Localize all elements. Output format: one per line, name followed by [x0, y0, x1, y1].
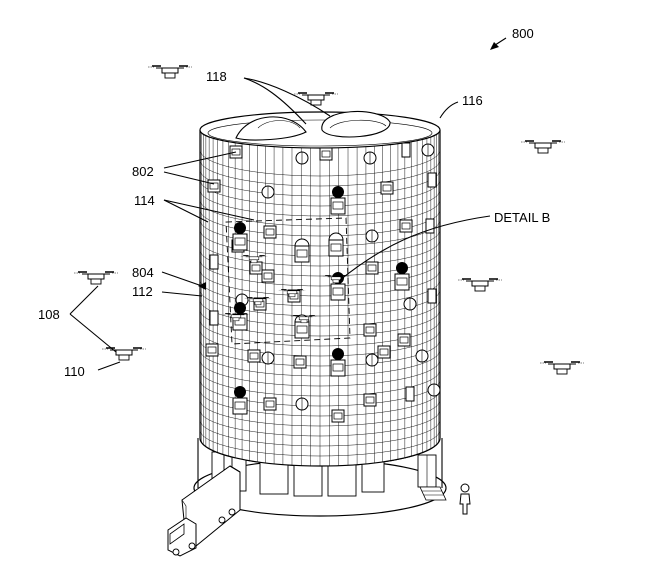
port-icon [397, 333, 411, 347]
window-icon [365, 229, 379, 243]
window-icon [261, 185, 275, 199]
window-icon [365, 353, 379, 367]
delivery-truck [167, 465, 241, 557]
port-icon [380, 181, 394, 195]
port-icon [209, 310, 219, 326]
port-icon [263, 397, 277, 411]
port-icon [427, 172, 437, 188]
port-icon [293, 355, 307, 369]
drone-bay-icon [294, 238, 310, 263]
port-icon [209, 254, 219, 270]
port-icon [261, 269, 275, 283]
drone-bay-icon [330, 271, 346, 301]
port-icon [365, 261, 379, 275]
label-118: 118 [206, 69, 227, 84]
leader-lines [69, 37, 507, 371]
port-icon [207, 179, 221, 193]
port-icon [263, 225, 277, 239]
reference-labels: 800 118 116 802 114 DETAIL B 804 112 108… [38, 26, 550, 379]
label-800: 800 [512, 26, 534, 41]
drone-bay-icon [328, 232, 344, 257]
drone-bay-icon [232, 221, 248, 251]
drone-bay-icon [232, 385, 248, 415]
detail-b-region [225, 217, 351, 345]
drone-icon [101, 347, 147, 361]
drone-bay-icon [330, 185, 346, 215]
port-icon [363, 393, 377, 407]
cylinder-wall [199, 130, 441, 467]
window-icon [363, 151, 377, 165]
window-icon [295, 151, 309, 165]
label-108: 108 [38, 307, 60, 322]
window-icon [261, 351, 275, 365]
label-804: 804 [132, 265, 154, 280]
port-icon [319, 147, 333, 161]
roof [199, 110, 441, 149]
drone-bay-icon [330, 347, 346, 377]
label-detail-b: DETAIL B [494, 210, 550, 225]
port-icon [363, 323, 377, 337]
drone-icon [520, 140, 566, 154]
port-icon [377, 345, 391, 359]
port-icon [399, 219, 413, 233]
port-icon [427, 288, 437, 304]
roof-dome-left [235, 116, 307, 141]
drone-icon [73, 271, 119, 285]
label-110: 110 [64, 364, 85, 379]
window-icon [421, 143, 435, 157]
window-icon [427, 383, 441, 397]
port-icon [249, 261, 263, 275]
label-802: 802 [132, 164, 154, 179]
port-icon [401, 142, 411, 158]
label-114: 114 [134, 193, 155, 208]
person-figure [459, 483, 471, 515]
port-icon [247, 349, 261, 363]
port-icon [205, 343, 219, 357]
drone-bay-icon [394, 261, 410, 291]
window-icon [403, 297, 417, 311]
window-icon [415, 349, 429, 363]
window-icon [295, 397, 309, 411]
port-icon [405, 386, 415, 402]
roof-dome-right [321, 110, 391, 138]
port-icon [331, 409, 345, 423]
label-116: 116 [462, 93, 483, 108]
label-112: 112 [132, 284, 153, 299]
drone-icon [147, 65, 193, 79]
drone-icon [457, 278, 503, 292]
drone-icon [539, 361, 585, 375]
